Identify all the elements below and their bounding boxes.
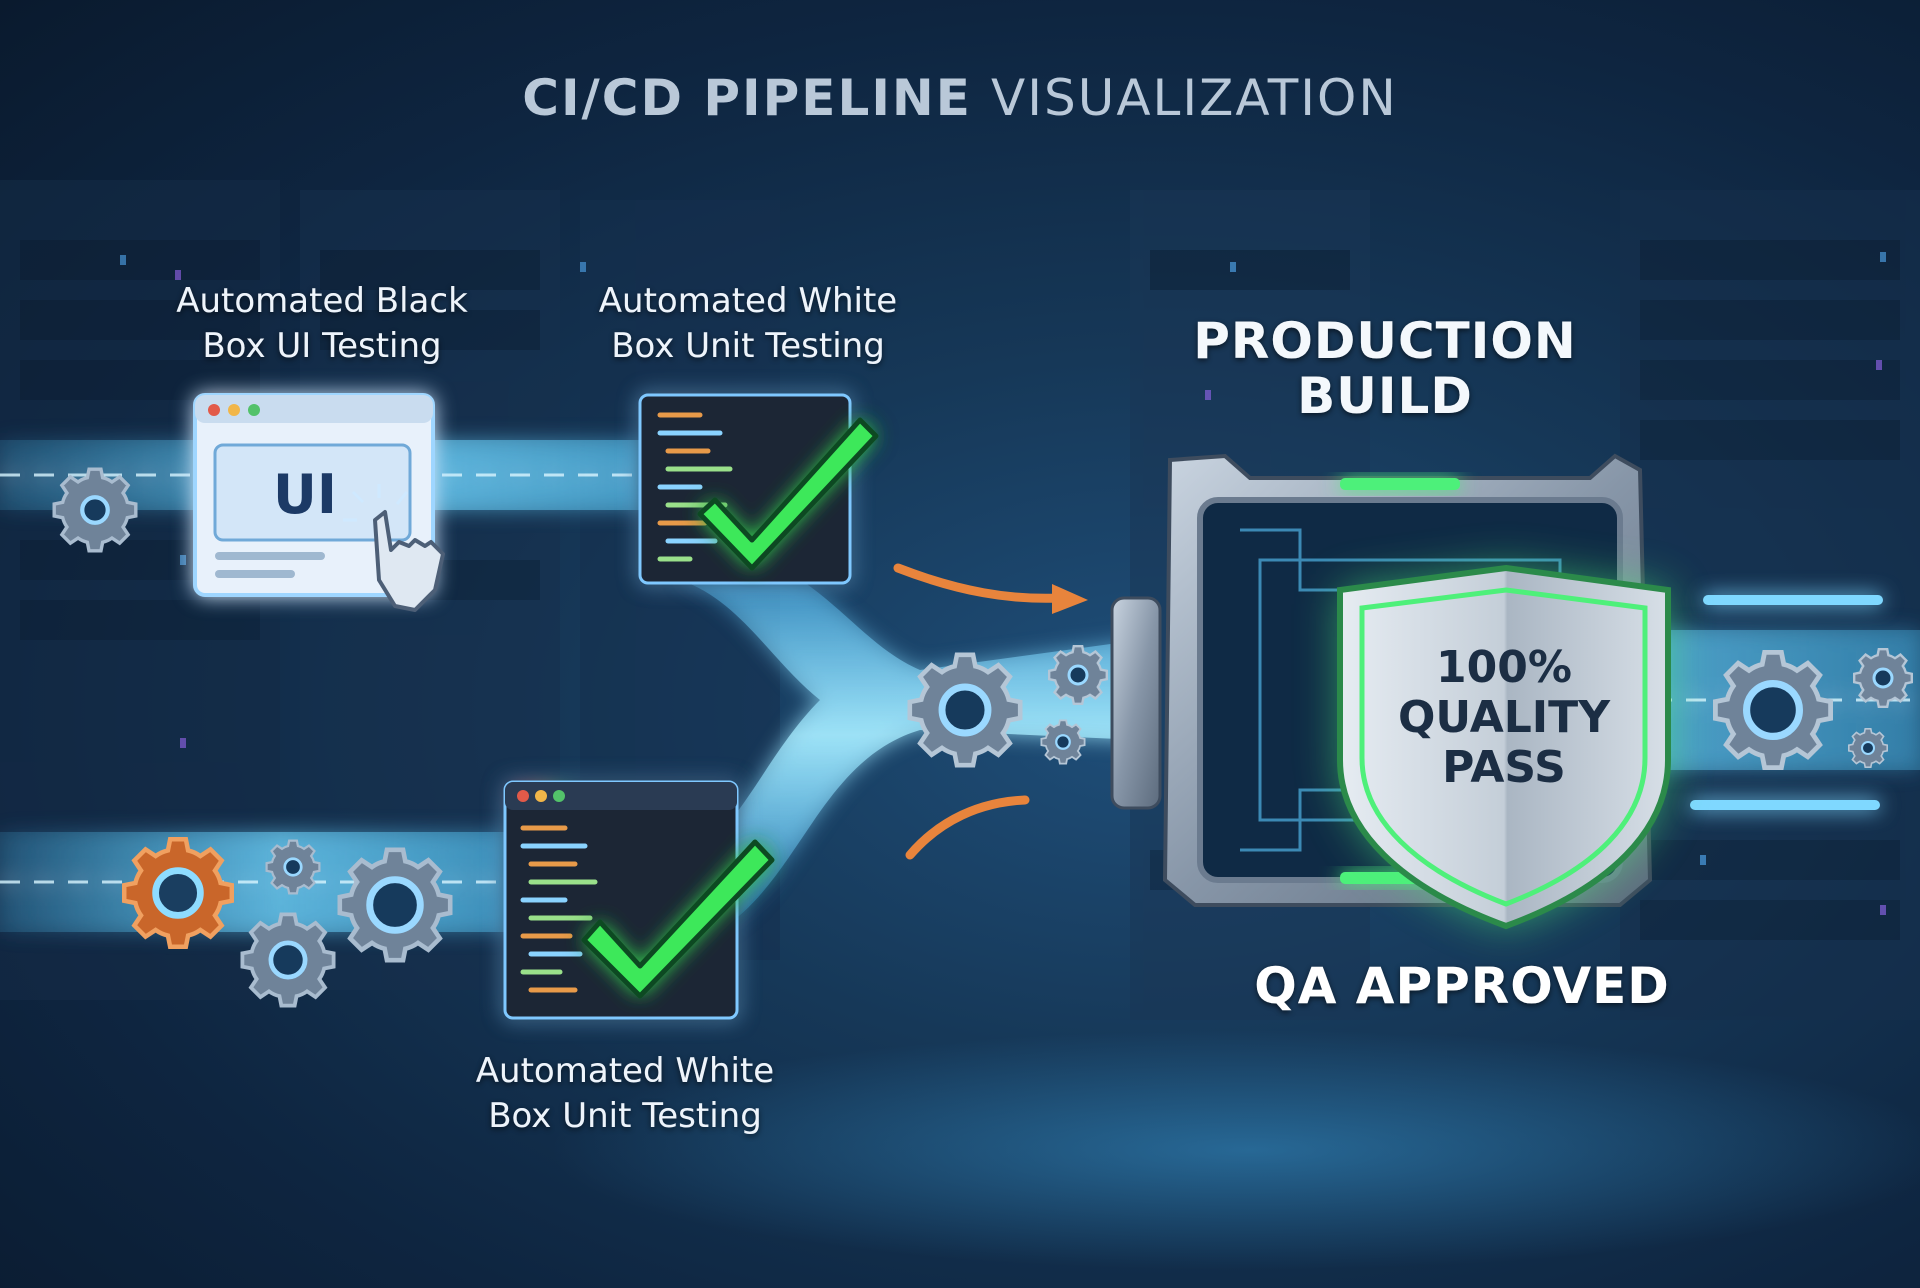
shield-icon xyxy=(1337,564,1671,930)
gear-icon xyxy=(124,839,232,947)
shield-line-1: 100% xyxy=(1436,642,1572,693)
arrow-icon xyxy=(905,795,1030,860)
white-box-bottom-label-line-2: Box Unit Testing xyxy=(488,1096,762,1136)
checkmark-icon xyxy=(581,839,775,999)
checkmark-icon xyxy=(697,417,879,571)
gear-icon xyxy=(1715,652,1830,767)
white-box-top-label-line-1: Automated White xyxy=(599,281,897,321)
floor-glow xyxy=(550,1030,1920,1270)
ui-window-label: UI xyxy=(273,463,337,526)
arrow-head xyxy=(1052,584,1088,614)
gear-icon xyxy=(1047,645,1109,705)
shield-line-3: PASS xyxy=(1442,742,1566,793)
black-box-ui-window xyxy=(193,393,435,597)
code-window-top xyxy=(638,393,852,585)
white-box-top-label-line-2: Box Unit Testing xyxy=(611,326,885,366)
gear-icon xyxy=(240,912,336,1008)
pointer-hand-icon xyxy=(343,484,445,612)
gear-icon xyxy=(1852,648,1914,708)
gear-icon xyxy=(340,850,450,960)
black-box-label-line-2: Box UI Testing xyxy=(202,326,441,366)
page-title: CI/CD PIPELINE VISUALIZATION xyxy=(522,69,1398,127)
gear-icon xyxy=(1848,727,1888,769)
server-light-bars xyxy=(1690,595,1883,810)
white-box-bottom-label-line-1: Automated White xyxy=(476,1051,774,1091)
gear-icon xyxy=(910,655,1020,765)
black-box-label-line-1: Automated Black xyxy=(176,281,468,321)
gear-icon xyxy=(265,839,321,895)
shield-line-2: QUALITY xyxy=(1398,692,1611,743)
production-label-line-2: BUILD xyxy=(1297,367,1473,425)
production-label-line-1: PRODUCTION xyxy=(1193,312,1577,370)
arrow-icon xyxy=(893,563,1065,603)
qa-approved-label: QA APPROVED xyxy=(1254,957,1670,1015)
gear-icon xyxy=(52,467,138,553)
gear-icon xyxy=(1040,719,1086,765)
